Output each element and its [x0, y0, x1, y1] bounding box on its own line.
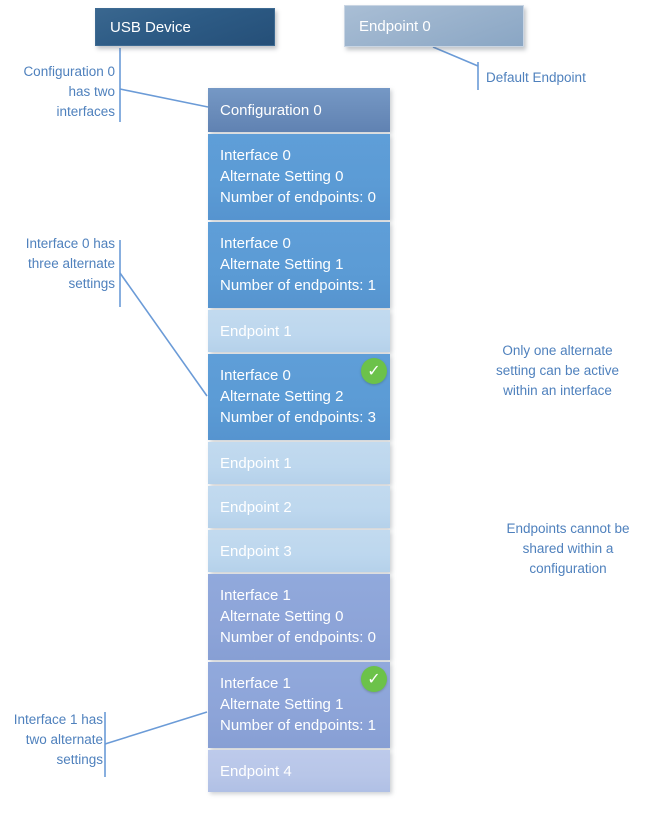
active-check-icon: ✓: [361, 358, 387, 384]
active-check-icon: ✓: [361, 666, 387, 692]
box-label: Configuration 0: [220, 101, 322, 119]
box-label: Interface 0 Alternate Setting 2 Number o…: [220, 367, 376, 426]
configuration-box: Configuration 0: [208, 88, 390, 132]
box-label: Endpoint 4: [220, 762, 292, 780]
configuration-stack: Configuration 0 Interface 0 Alternate Set…: [208, 88, 390, 792]
usb-device-box: USB Device: [95, 8, 275, 46]
note-endpoints-shared: Endpoints cannot be shared within a conf…: [506, 521, 630, 576]
box-label: Interface 0 Alternate Setting 1 Number o…: [220, 235, 376, 294]
endpoint0-box: Endpoint 0: [344, 5, 524, 47]
endpoint-box: Endpoint 3: [208, 530, 390, 572]
box-label: Endpoint 3: [220, 542, 292, 560]
note-interface1: Interface 1 has two alternate settings: [13, 712, 103, 767]
usb-device-label: USB Device: [110, 18, 191, 36]
box-label: Interface 1 Alternate Setting 0 Number o…: [220, 587, 376, 646]
note-configuration: Configuration 0 has two interfaces: [23, 64, 115, 119]
callout-line-default-ep-diagonal: [432, 46, 479, 67]
endpoint0-label: Endpoint 0: [359, 17, 431, 35]
endpoint-box: Endpoint 4: [208, 750, 390, 792]
callout-line-interface1-diagonal: [104, 711, 208, 745]
interface-box: Interface 0 Alternate Setting 0 Number o…: [208, 134, 390, 220]
box-label: Interface 0 Alternate Setting 0 Number o…: [220, 147, 376, 206]
interface-box: Interface 1 Alternate Setting 1 Number o…: [208, 662, 390, 748]
endpoint-box: Endpoint 2: [208, 486, 390, 528]
box-label: Endpoint 2: [220, 498, 292, 516]
box-label: Interface 1 Alternate Setting 1 Number o…: [220, 675, 376, 734]
box-label: Endpoint 1: [220, 454, 292, 472]
note-interface0: Interface 0 has three alternate settings: [25, 236, 115, 291]
interface-box: Interface 1 Alternate Setting 0 Number o…: [208, 574, 390, 660]
callout-line-interface0-diagonal: [119, 272, 208, 397]
endpoint-box: Endpoint 1: [208, 310, 390, 352]
note-default-endpoint: Default Endpoint: [486, 70, 586, 85]
endpoint-box: Endpoint 1: [208, 442, 390, 484]
box-label: Endpoint 1: [220, 322, 292, 340]
interface-box: Interface 0 Alternate Setting 1 Number o…: [208, 222, 390, 308]
callout-line-config-diagonal: [119, 88, 209, 108]
interface-box: Interface 0 Alternate Setting 2 Number o…: [208, 354, 390, 440]
note-alternate-setting: Only one alternate setting can be active…: [495, 343, 620, 398]
